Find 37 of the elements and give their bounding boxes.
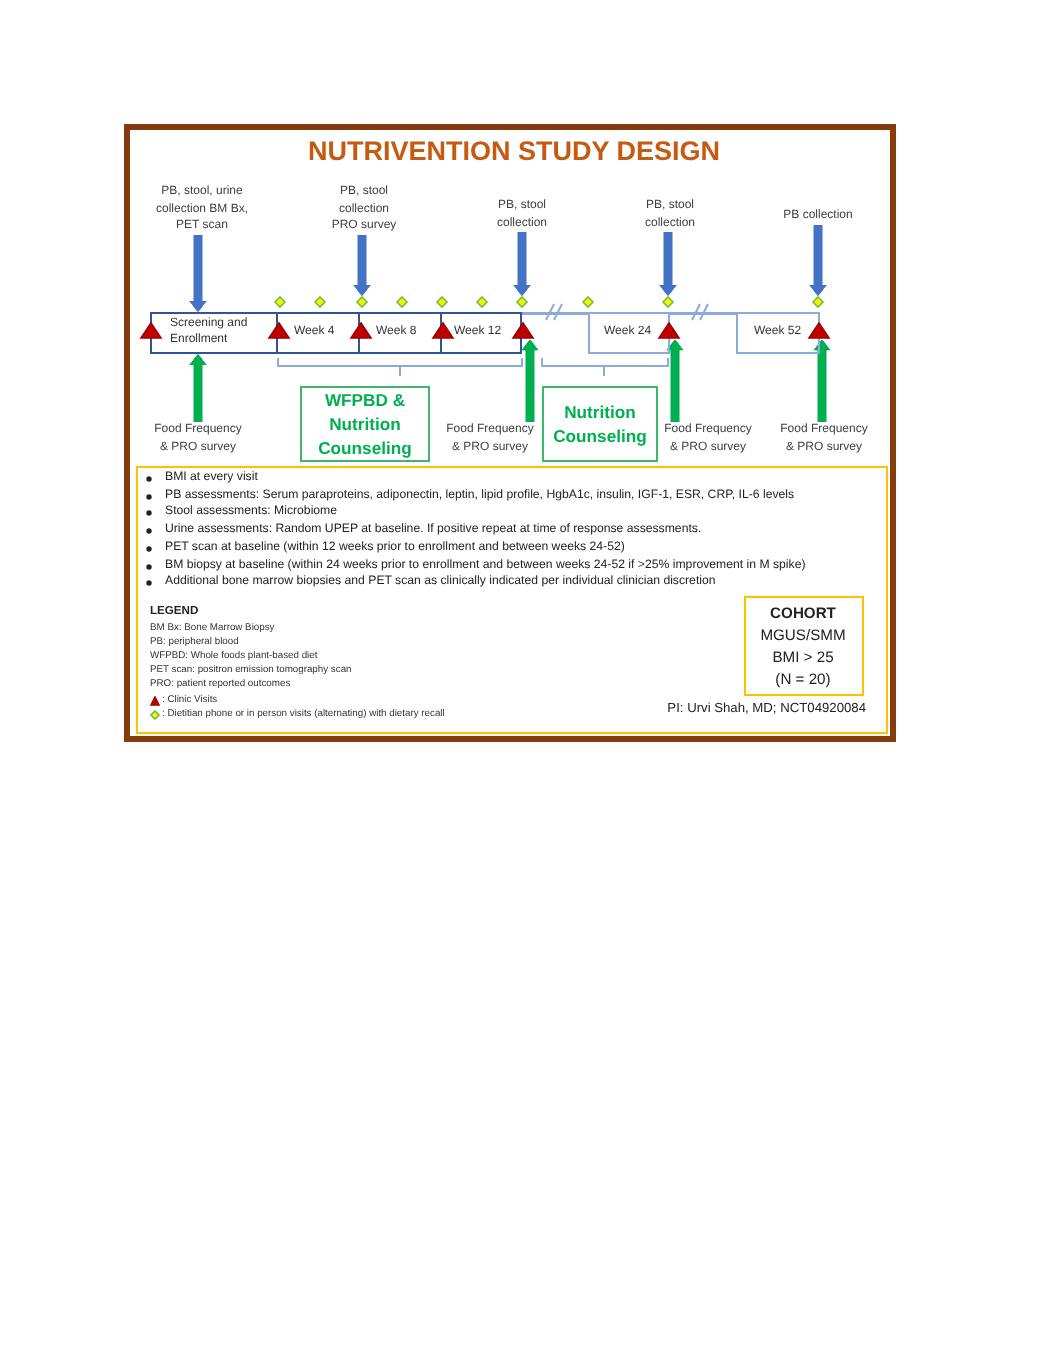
triangle-icon (139, 322, 161, 340)
notes-panel (136, 466, 888, 734)
arrow (189, 235, 207, 312)
triangle-icon (511, 322, 533, 340)
triangle-icon (658, 322, 680, 340)
diamond-icon (516, 296, 528, 308)
arrow (666, 339, 684, 422)
counseling-label: Nutrition Counseling (551, 400, 649, 448)
counseling-label: WFPBD & Nutrition Counseling (316, 388, 414, 460)
arrow (353, 235, 371, 296)
arrow (809, 225, 827, 296)
diamond-icon (356, 296, 368, 308)
period-box (588, 312, 670, 354)
triangle-icon (808, 322, 830, 340)
diamond-icon (396, 296, 408, 308)
diamond-icon (274, 296, 286, 308)
arrow (189, 354, 207, 422)
diamond-icon (476, 296, 488, 308)
arrow (659, 232, 677, 296)
arrow (813, 339, 831, 422)
counseling-box (300, 386, 430, 462)
diamond-icon (662, 296, 674, 308)
period-box (736, 312, 820, 354)
diamond-icon (582, 296, 594, 308)
diagram-title: NUTRIVENTION STUDY DESIGN (307, 136, 721, 166)
cohort-box (743, 595, 863, 695)
diamond-icon (812, 296, 824, 308)
diamond-icon (314, 296, 326, 308)
triangle-icon (350, 322, 372, 340)
triangle-icon (431, 322, 453, 340)
timeline-line (670, 312, 736, 315)
timeline-line (522, 312, 588, 315)
triangle-icon (267, 322, 289, 340)
diamond-icon (436, 296, 448, 308)
arrow (521, 339, 539, 422)
arrow (513, 232, 531, 296)
counseling-box (542, 386, 658, 462)
